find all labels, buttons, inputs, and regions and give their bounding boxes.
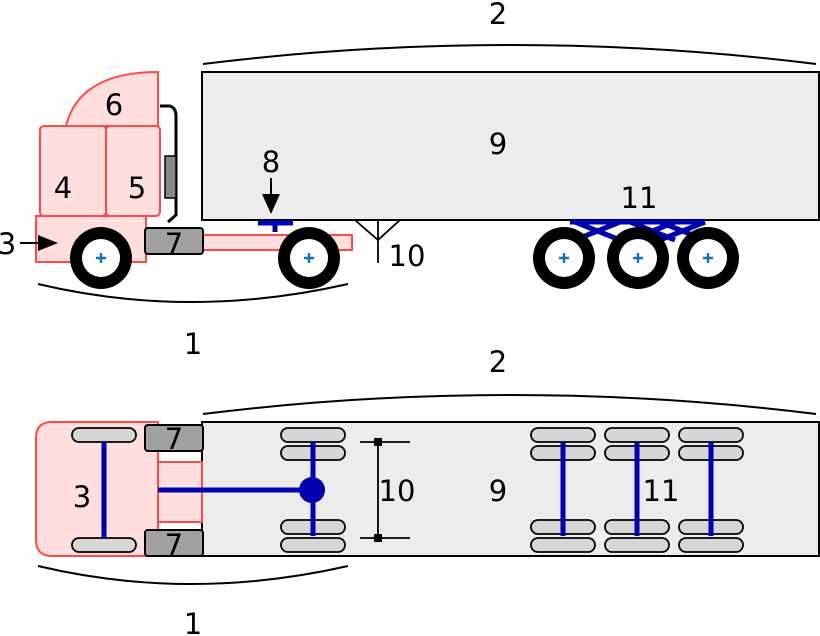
drive-tire-top-u1 xyxy=(280,427,346,443)
steer-tire-top-lower xyxy=(71,537,137,553)
cab-top xyxy=(35,421,159,557)
trailer-tire-3-u1 xyxy=(678,427,744,443)
trailer-wheel-1 xyxy=(533,227,595,289)
trailer-tire-3-l2 xyxy=(678,537,744,553)
brace-trailer-top xyxy=(202,394,817,415)
label-4: 4 xyxy=(54,171,72,205)
label-9-top: 9 xyxy=(489,474,507,508)
brace-trailer-side xyxy=(202,44,817,65)
label-7-side: 7 xyxy=(165,227,183,261)
trailer-tire-2-l2 xyxy=(604,537,670,553)
trailer-tire-1-l2 xyxy=(530,537,596,553)
arrow-3-head xyxy=(38,235,58,251)
label-10-top: 10 xyxy=(379,474,416,508)
label-11-side: 11 xyxy=(621,181,658,215)
top-view: 2 9 3 7 7 10 xyxy=(35,345,820,636)
drive-wheel xyxy=(278,227,340,289)
side-view: 2 9 6 4 5 7 8 3 10 11 xyxy=(0,0,820,361)
trailer-box-side xyxy=(201,71,820,221)
cab-front-section xyxy=(39,125,107,217)
label-3-top: 3 xyxy=(73,480,91,514)
dimension-10 xyxy=(360,441,410,539)
fuel-tank-side xyxy=(144,227,204,255)
cab-fairing-side xyxy=(64,70,159,127)
exhaust-stack xyxy=(160,104,178,224)
label-2-side: 2 xyxy=(489,0,507,31)
trailer-wheel-3 xyxy=(677,227,739,289)
brace-tractor-side xyxy=(37,283,349,303)
dimension-10-tick-top xyxy=(374,438,382,446)
brace-tractor-top xyxy=(37,565,349,585)
exhaust-muffler xyxy=(164,155,177,199)
label-9-side: 9 xyxy=(489,127,507,161)
cab-sleeper-section xyxy=(105,125,161,217)
fifth-wheel-side xyxy=(258,220,293,232)
steer-tire-top-upper xyxy=(71,427,137,443)
fuel-tank-top-lower xyxy=(144,529,204,557)
label-5: 5 xyxy=(128,171,146,205)
label-3-side: 3 xyxy=(0,227,16,261)
label-8: 8 xyxy=(262,145,280,179)
trailer-tire-1-u1 xyxy=(530,427,596,443)
label-10-side: 10 xyxy=(389,239,426,273)
label-2-top: 2 xyxy=(489,345,507,379)
label-7-top-upper: 7 xyxy=(165,422,183,456)
trailer-wheel-2 xyxy=(607,227,669,289)
arrow-8-head xyxy=(262,194,280,214)
dimension-10-tick-bottom xyxy=(374,534,382,542)
label-1-side: 1 xyxy=(184,327,202,361)
label-6: 6 xyxy=(105,88,123,122)
label-1-top: 1 xyxy=(184,607,202,636)
fuel-tank-top-upper xyxy=(144,424,204,452)
trailer-tire-2-u1 xyxy=(604,427,670,443)
drive-tire-top-l2 xyxy=(280,537,346,553)
landing-gear xyxy=(354,219,401,263)
label-7-top-lower: 7 xyxy=(165,528,183,562)
label-11-top: 11 xyxy=(643,474,680,508)
steer-wheel xyxy=(70,227,132,289)
